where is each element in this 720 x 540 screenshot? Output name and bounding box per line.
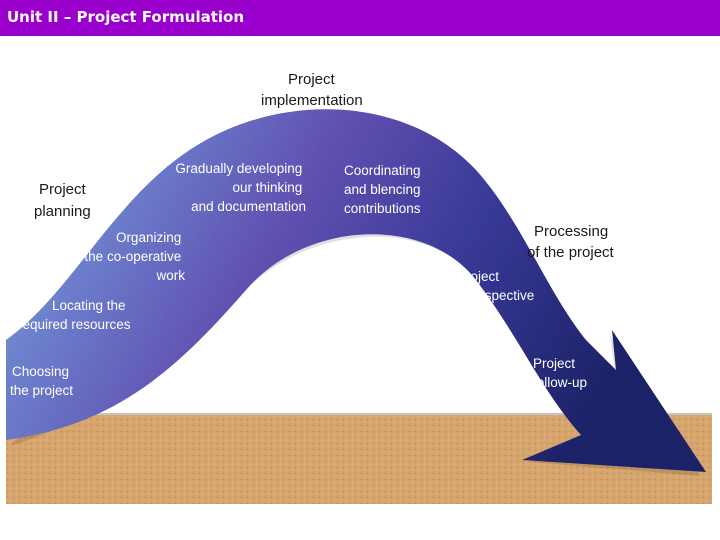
page-title: Unit II – Project Formulation	[7, 8, 245, 26]
lifecycle-arrow	[6, 109, 706, 473]
label-processing: Processing of the project	[527, 223, 615, 261]
label-project-planning: Project planning	[34, 181, 91, 220]
label-organizing: Organizing the co-operative work	[84, 230, 185, 283]
label-gradually: Gradually developing our thinking and do…	[175, 161, 306, 214]
project-lifecycle-diagram: Project planning Project implementation …	[6, 40, 712, 504]
label-project-implementation: Project implementation	[261, 71, 363, 109]
label-locating: Locating the required resources	[18, 298, 131, 332]
lifecycle-svg: Project planning Project implementation …	[6, 71, 712, 504]
title-bar: Unit II – Project Formulation	[0, 0, 720, 36]
label-retrospective: Project retrospective	[457, 269, 534, 303]
label-choosing: Choosing the project	[10, 364, 73, 398]
label-follow-up: Project follow-up	[533, 356, 587, 390]
label-coordinating: Coordinating and blencing contributions	[344, 163, 424, 216]
